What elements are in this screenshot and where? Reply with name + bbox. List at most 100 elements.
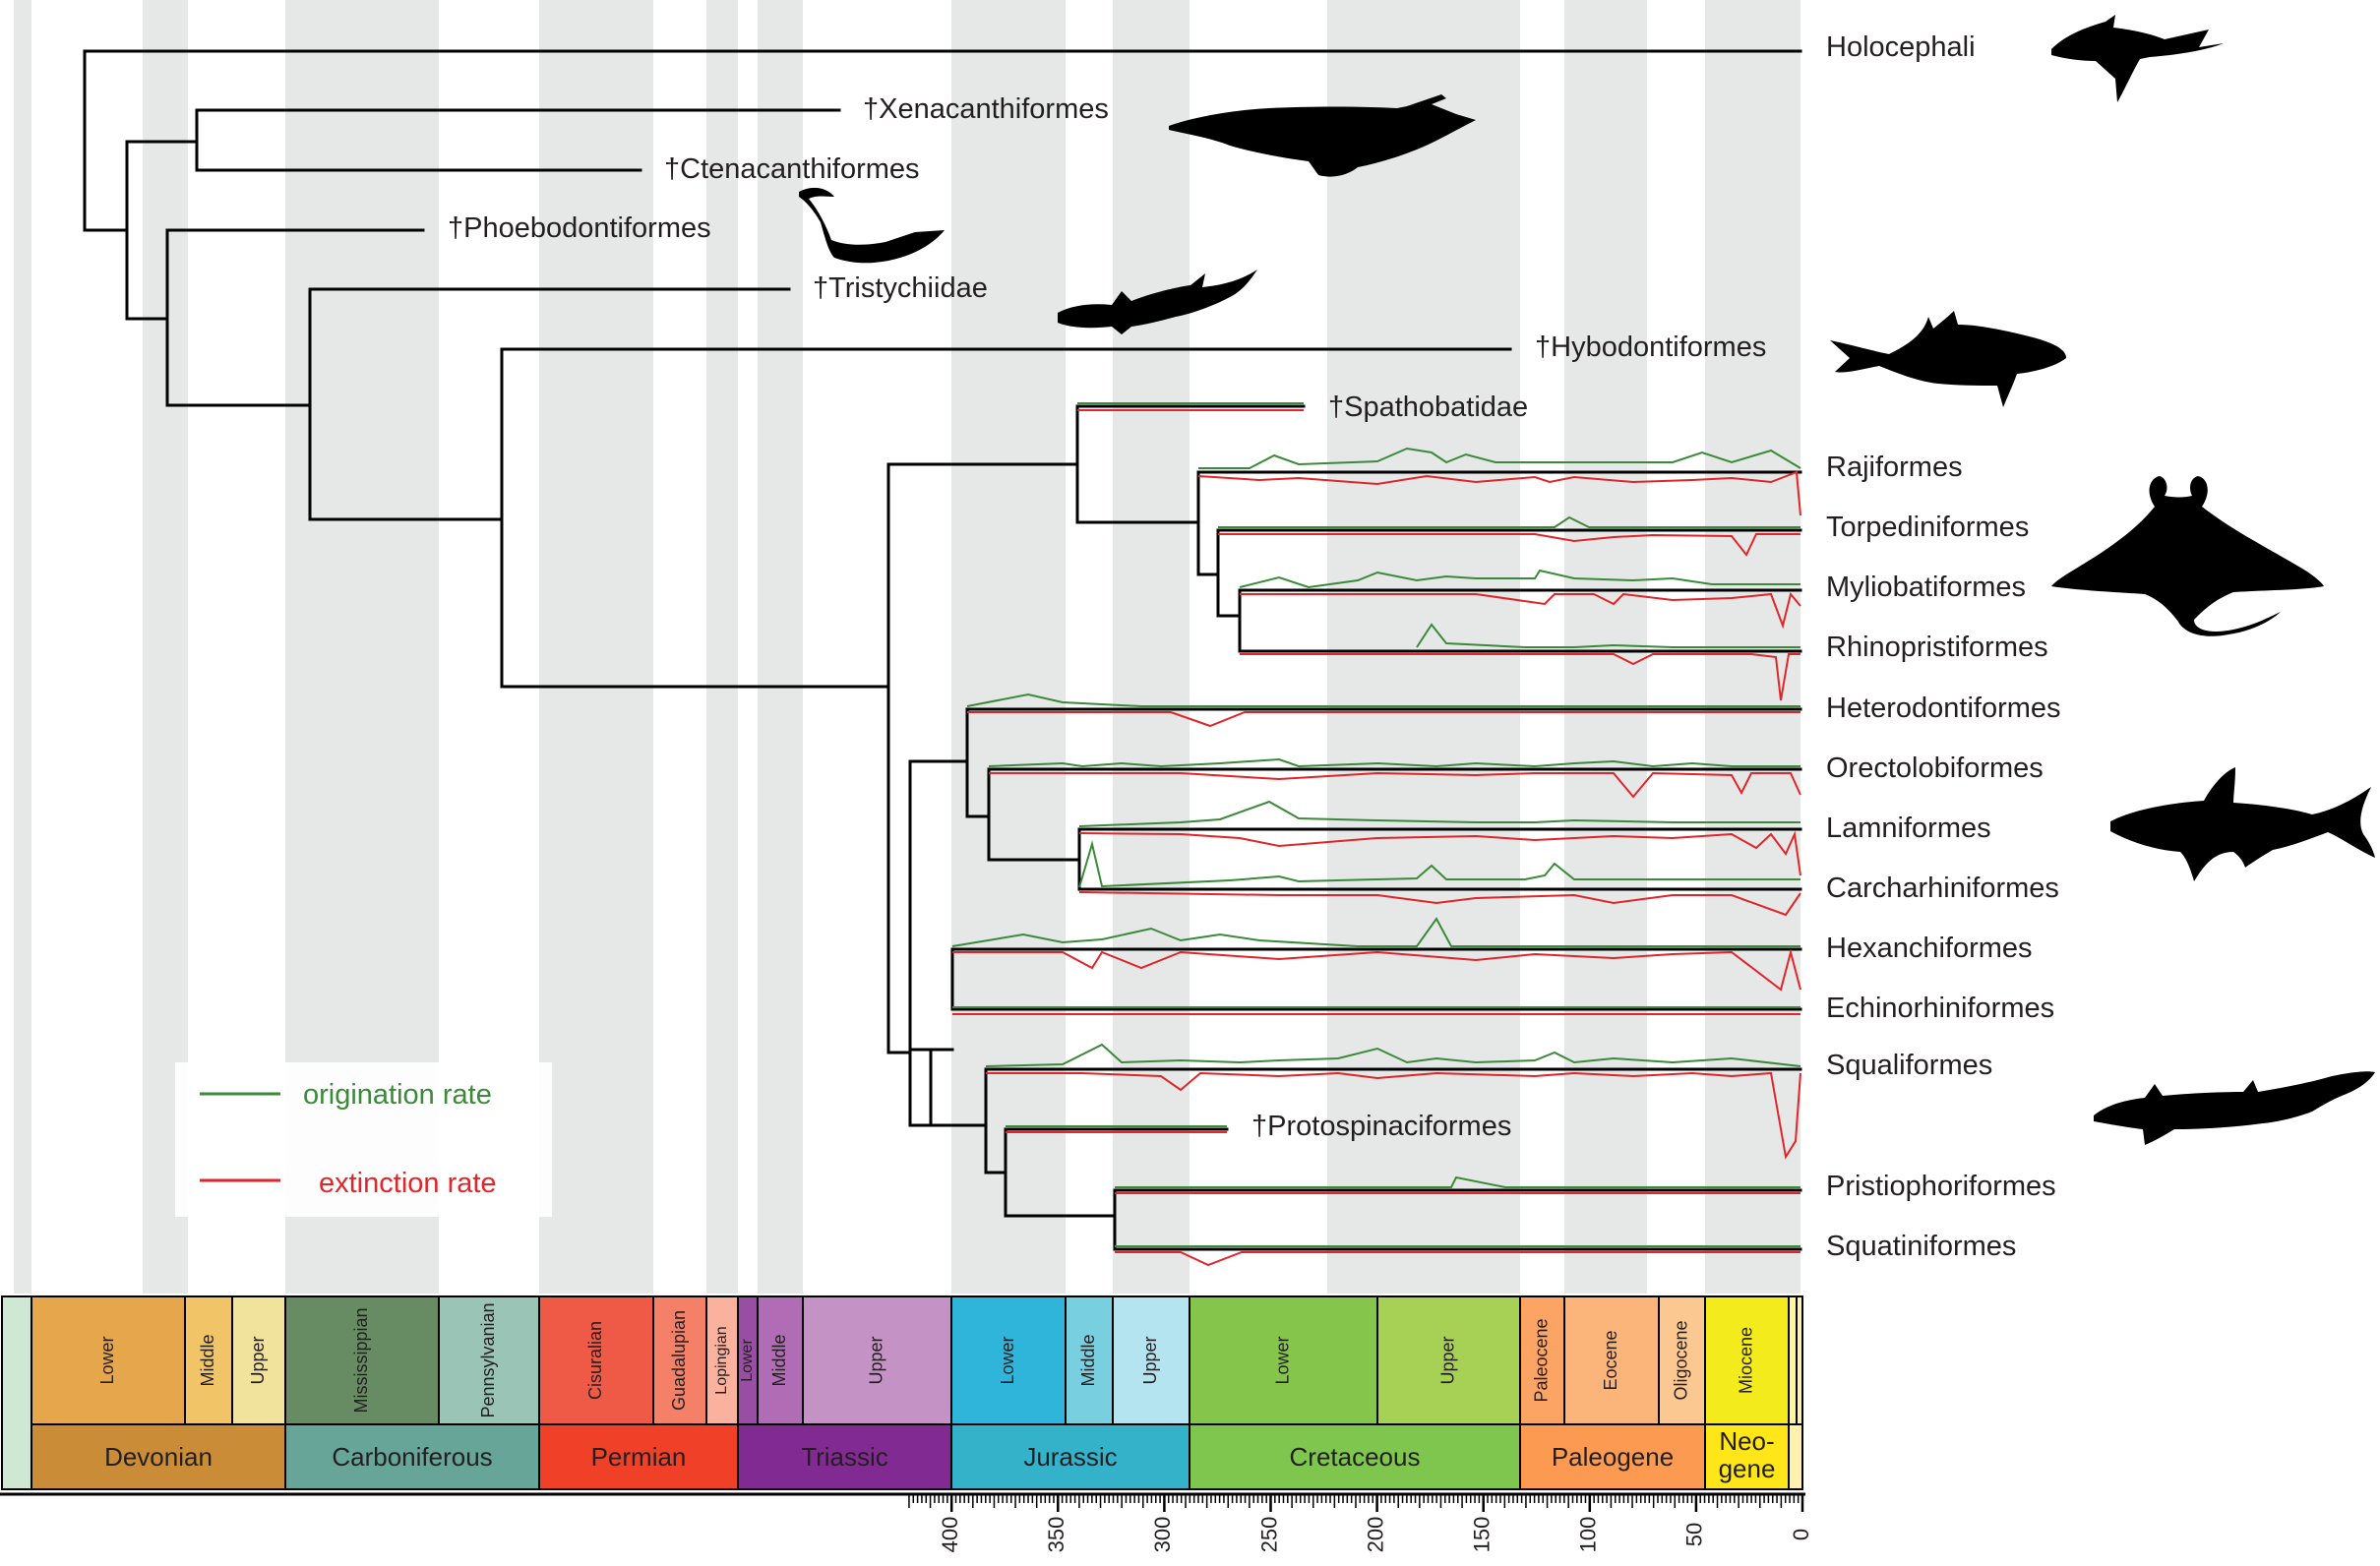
epoch-label: Paleocene <box>1531 1318 1551 1402</box>
manta-ray-silhouette <box>2051 476 2324 636</box>
taxon-label: Holocephali <box>1826 31 1976 63</box>
epoch-label: Lower <box>97 1336 117 1384</box>
epoch-box <box>1519 1295 1565 1425</box>
extinction-trace <box>986 1071 1801 1160</box>
extinction-trace <box>1115 1251 1800 1267</box>
epoch-box <box>802 1295 952 1425</box>
epoch-label: Lower <box>739 1339 756 1382</box>
stage-shading <box>14 0 1800 1294</box>
period-label: Neo- <box>1719 1426 1774 1456</box>
epoch-label: Lower <box>1272 1336 1292 1384</box>
period-box <box>284 1423 540 1490</box>
great-white-shark-silhouette <box>2110 767 2375 881</box>
epoch-box <box>1376 1295 1521 1425</box>
axis-tick-label: 100 <box>1576 1517 1601 1553</box>
hybodont-silhouette <box>1830 311 2066 407</box>
taxon-label: Carcharhiniformes <box>1826 873 2059 904</box>
taxon-label: †Spathobatidae <box>1328 392 1528 423</box>
taxon-labels: Holocephali †Xenacanthiformes †Ctenacant… <box>448 31 2061 1262</box>
phylogenetic-tree <box>83 49 1802 1251</box>
period-label: Triassic <box>801 1442 888 1472</box>
taxon-label: Heterodontiformes <box>1826 693 2061 724</box>
epoch-box <box>438 1295 540 1425</box>
epoch-label: Cisuralian <box>585 1321 605 1400</box>
origination-trace <box>1078 800 1800 827</box>
extinction-trace <box>989 771 1801 799</box>
period-label: gene <box>1719 1454 1776 1483</box>
period-label: Cretaceous <box>1290 1442 1421 1472</box>
extinction-trace <box>1197 470 1801 516</box>
epoch-box <box>1788 1295 1798 1425</box>
taxon-label: †Phoebodontiformes <box>448 212 711 244</box>
axis-tick-label: 400 <box>938 1517 962 1553</box>
legend-extinction-label: extinction rate <box>319 1168 497 1199</box>
epoch-box <box>1189 1295 1378 1425</box>
axis-tick-label: 350 <box>1044 1517 1068 1553</box>
axis-tick-label: 300 <box>1150 1517 1175 1553</box>
taxon-label: Rajiformes <box>1826 452 1963 483</box>
origination-trace <box>951 917 1800 947</box>
origination-trace <box>1198 447 1801 469</box>
epoch-box <box>652 1295 707 1425</box>
period-box <box>737 1423 952 1490</box>
taxon-label: †Xenacanthiformes <box>863 93 1109 125</box>
epoch-label: Eocene <box>1601 1330 1620 1390</box>
epoch-label: Upper <box>1437 1336 1457 1384</box>
extinction-trace <box>1078 830 1801 876</box>
period-label: Paleogene <box>1552 1442 1674 1472</box>
origination-trace <box>1115 1175 1800 1188</box>
extinction-trace <box>952 948 1801 992</box>
dogfish-shark-silhouette <box>2094 1071 2375 1145</box>
extinction-trace <box>1218 533 1800 557</box>
ctenacanth-silhouette <box>799 187 945 264</box>
epoch-box <box>950 1295 1067 1425</box>
taxon-label: †Tristychiidae <box>813 272 988 304</box>
origination-trace <box>1416 623 1800 648</box>
origination-trace <box>988 757 1800 768</box>
epoch-box <box>1704 1295 1790 1425</box>
taxon-label: Orectolobiformes <box>1826 753 2044 784</box>
period-label: Jurassic <box>1023 1442 1117 1472</box>
extinction-trace <box>1240 591 1801 630</box>
epoch-label: Lower <box>998 1336 1017 1384</box>
silhouettes <box>799 15 2375 1145</box>
axis-tick-label: 150 <box>1470 1517 1495 1553</box>
axis-tick-label: 250 <box>1256 1517 1281 1553</box>
period-label: Devonian <box>104 1442 213 1472</box>
epoch-box <box>1563 1295 1660 1425</box>
period-box <box>31 1423 286 1490</box>
taxon-label: Pristiophoriformes <box>1826 1171 2056 1202</box>
origination-trace <box>1218 515 1800 528</box>
tristychius-silhouette <box>1058 270 1257 334</box>
epoch-label: Oligocene <box>1671 1320 1690 1400</box>
taxon-label: Rhinopristiformes <box>1826 632 2048 663</box>
epoch-label: Guadalupian <box>669 1310 689 1411</box>
period-box <box>1704 1423 1790 1490</box>
taxon-label: Squaliformes <box>1826 1050 1992 1081</box>
taxon-label: †Hybodontiformes <box>1535 331 1766 363</box>
epoch-label: Mississippian <box>351 1307 371 1413</box>
period-box <box>538 1423 739 1490</box>
origination-trace <box>966 693 1800 707</box>
taxon-label: †Ctenacanthiformes <box>664 153 920 185</box>
origination-trace <box>1078 840 1800 888</box>
extinction-trace <box>1240 653 1800 701</box>
epoch-box <box>284 1295 440 1425</box>
origination-trace <box>985 1043 1801 1067</box>
taxon-label: Torpediniformes <box>1826 512 2029 543</box>
taxon-label: †Protospinaciformes <box>1251 1111 1511 1142</box>
legend-origination-label: origination rate <box>303 1079 492 1111</box>
axis-tick-label: 50 <box>1682 1523 1707 1546</box>
legend-box <box>175 1062 552 1217</box>
chimaera-silhouette <box>2051 15 2224 102</box>
epoch-label: Upper <box>248 1336 268 1384</box>
epoch-label: Miocene <box>1736 1327 1755 1394</box>
extinction-trace <box>1078 891 1801 917</box>
axis-tick-label: 200 <box>1363 1517 1387 1553</box>
epoch-box <box>1065 1295 1114 1425</box>
taxon-label: Hexanchiformes <box>1826 933 2033 964</box>
taxon-label: Lamniformes <box>1826 813 1991 844</box>
